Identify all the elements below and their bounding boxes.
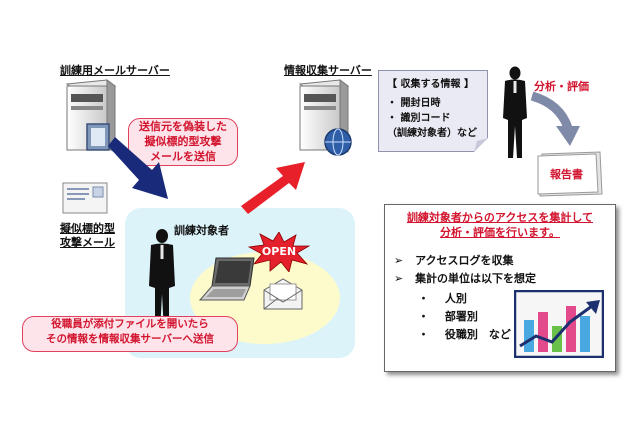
collection-server-label: 情報収集サーバー <box>284 64 372 77</box>
report-bubble-line: その情報を情報収集サーバーへ送信 <box>46 333 214 345</box>
summary-heading-line: 分析・評価を行います。 <box>440 226 560 239</box>
report-document-icon <box>537 151 603 197</box>
summary-sub-bullet-text: 部署別 <box>444 310 478 323</box>
send-arrow-navy <box>108 137 168 199</box>
collected-info-item: ・ 識別コード <box>387 113 451 124</box>
curved-analysis-arrow <box>530 91 573 130</box>
open-badge-text: OPEN <box>261 245 297 258</box>
bullet-arrow-icon: ➢ <box>394 254 404 267</box>
mail-server-icon <box>65 79 117 153</box>
open-envelope-icon <box>263 278 303 310</box>
summary-sub-bullet: ・ 役職別 など <box>418 326 511 342</box>
mock-mail-envelope-icon <box>62 182 108 214</box>
report-document-label: 報告書 <box>550 168 583 181</box>
spoof-bubble-line: メールを送信 <box>150 150 216 163</box>
growth-chart-icon <box>514 290 604 358</box>
summary-heading: 訓練対象者からのアクセスを集計して 分析・評価を行います。 <box>386 210 614 240</box>
open-burst-icon <box>248 232 310 272</box>
collected-info-item: ・ 開封日時 <box>387 98 441 109</box>
collected-info-title: 【 収集する情報 】 <box>387 79 474 90</box>
report-arrow-red <box>241 162 305 214</box>
spoof-bubble-line: 擬似標的型攻撃 <box>144 135 222 148</box>
laptop-icon <box>198 257 255 301</box>
summary-sub-bullet-text: 役職別 など <box>444 328 511 341</box>
sub-bullet-dot: ・ <box>418 292 429 305</box>
report-bubble-line: 役職員が添付ファイルを開いたら <box>51 318 209 330</box>
bullet-arrow-icon: ➢ <box>394 272 404 285</box>
collection-server-icon <box>298 79 352 156</box>
mock-mail-label-line: 攻撃メール <box>60 236 115 249</box>
analysis-label: 分析・評価 <box>534 80 589 93</box>
summary-bullet-text: アクセスログを収集 <box>415 254 514 267</box>
collected-info-item: （訓練対象者）など <box>387 128 477 139</box>
summary-sub-bullet-text: 人別 <box>444 292 467 305</box>
summary-sub-bullet: ・ 人別 <box>418 290 467 306</box>
sub-bullet-dot: ・ <box>418 328 429 341</box>
spoof-bubble-line: 送信元を偽装した <box>139 120 227 133</box>
summary-bullet: ➢ アクセスログを収集 <box>394 252 514 268</box>
target-person-label: 訓練対象者 <box>174 224 229 237</box>
summary-bullet: ➢ 集計の単位は以下を想定 <box>394 270 536 286</box>
summary-bullet-text: 集計の単位は以下を想定 <box>415 272 537 285</box>
mock-mail-label: 擬似標的型 攻撃メール <box>60 222 115 250</box>
sub-bullet-dot: ・ <box>418 310 429 323</box>
report-bubble: 役職員が添付ファイルを開いたら その情報を情報収集サーバーへ送信 <box>22 316 238 352</box>
spoof-mail-bubble: 送信元を偽装した 擬似標的型攻撃 メールを送信 <box>128 118 238 166</box>
note-fold-corner <box>474 138 488 152</box>
summary-heading-line: 訓練対象者からのアクセスを集計して <box>406 211 594 224</box>
summary-sub-bullet: ・ 部署別 <box>418 308 478 324</box>
collected-info-note: 【 収集する情報 】 ・ 開封日時 ・ 識別コード （訓練対象者）など <box>378 70 488 152</box>
mock-mail-label-line: 擬似標的型 <box>60 222 115 235</box>
analyst-person-icon <box>503 66 527 158</box>
training-mail-server-label: 訓練用メールサーバー <box>60 64 170 77</box>
